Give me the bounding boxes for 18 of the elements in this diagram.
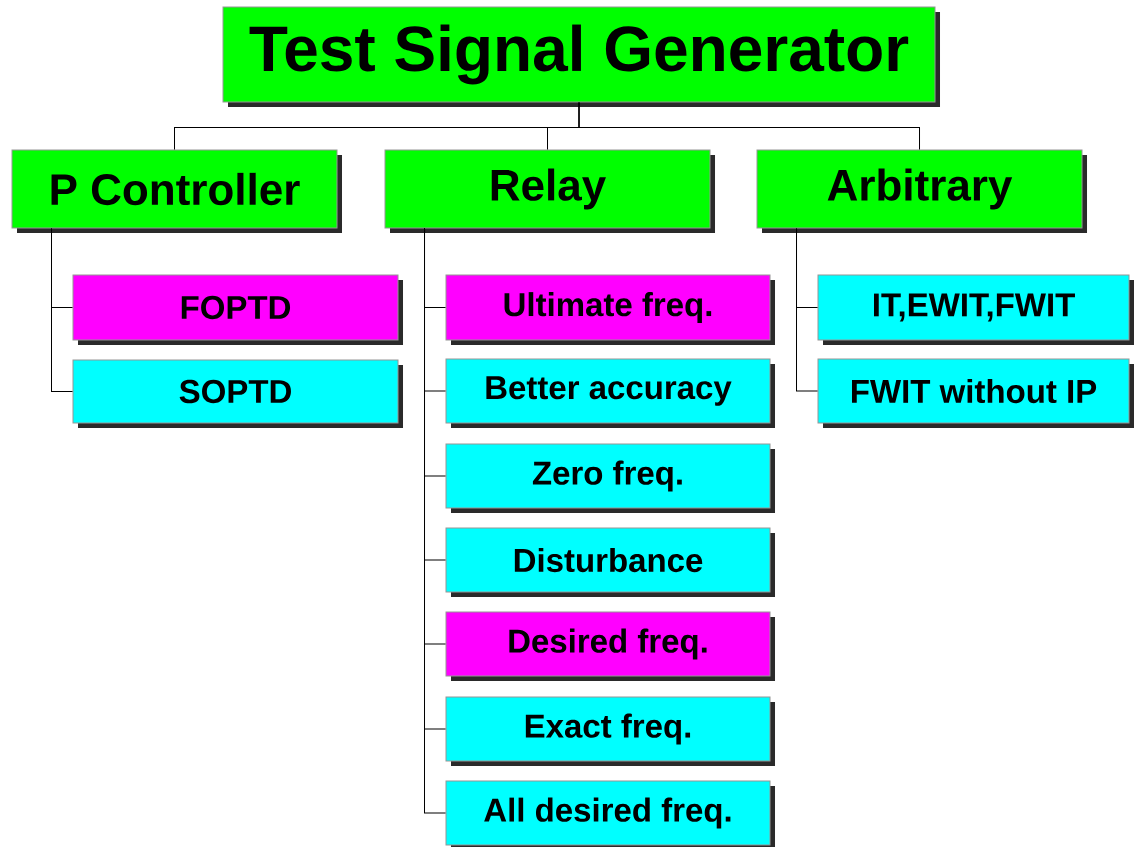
leaf-box: SOPTD [72, 359, 403, 428]
leaf-box: Desired freq. [445, 611, 775, 681]
connector-line [51, 228, 73, 392]
leaf-box: FWIT without IP [817, 358, 1134, 428]
title-box: Test Signal Generator [222, 6, 940, 107]
connector-line [578, 102, 920, 150]
leaf-box: Exact freq. [445, 696, 775, 766]
leaf-box: Zero freq. [445, 443, 775, 513]
leaf-box: All desired freq. [445, 780, 775, 847]
category-box: P Controller [11, 149, 342, 233]
connector-line [796, 228, 818, 392]
leaf-box: FOPTD [72, 274, 403, 345]
category-box: Arbitrary [756, 149, 1087, 233]
leaf-box: IT,EWIT,FWIT [817, 274, 1134, 345]
leaf-box: Better accuracy [445, 358, 775, 428]
leaf-box: Disturbance [445, 527, 775, 597]
category-box: Relay [384, 149, 715, 233]
leaf-box: Ultimate freq. [445, 274, 775, 345]
